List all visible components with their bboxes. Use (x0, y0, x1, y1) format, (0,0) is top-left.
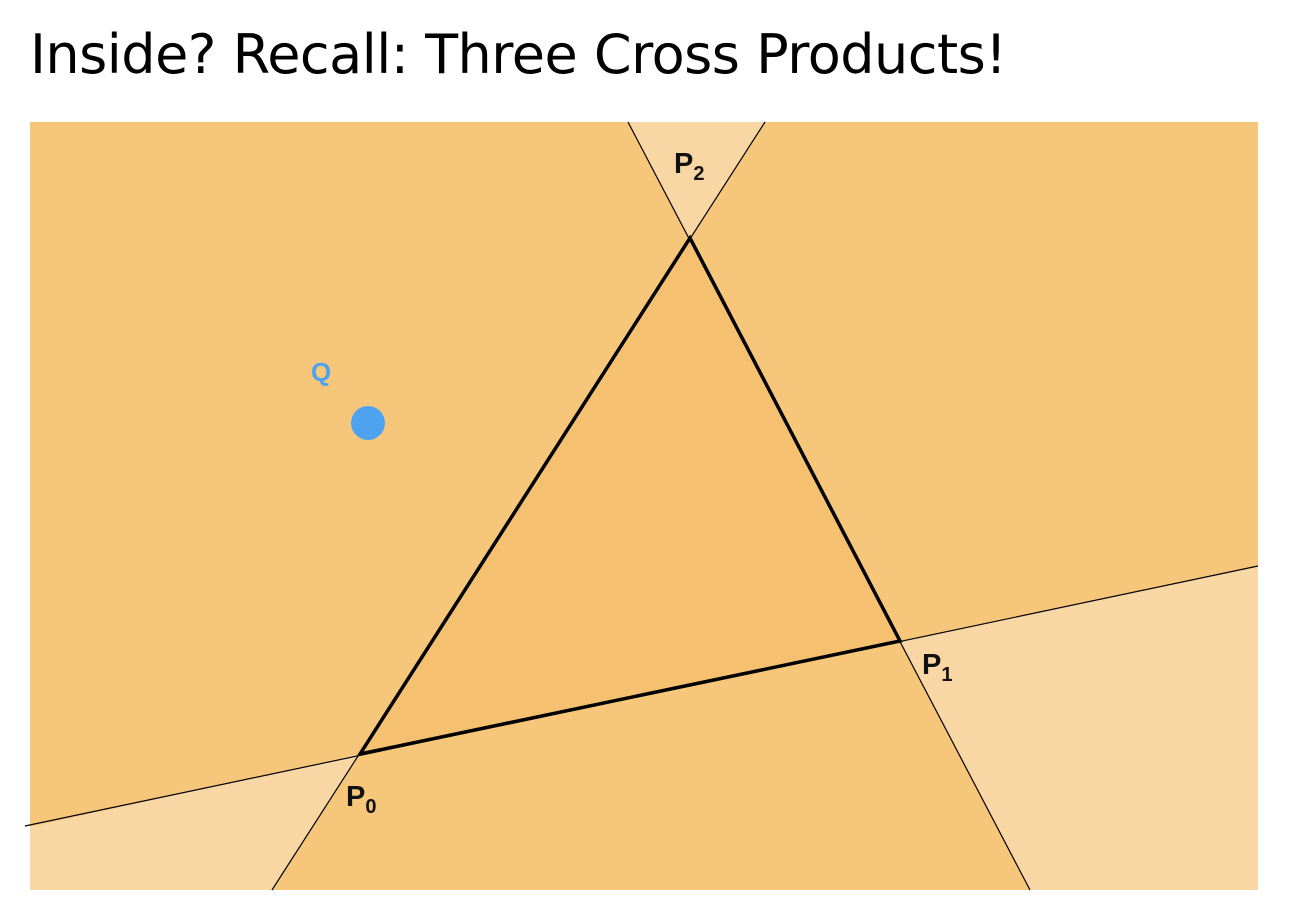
light-region-bottom-left (30, 754, 360, 890)
query-point (351, 406, 385, 440)
triangle-outline (356, 234, 903, 757)
vertex-label-p0-main: P (346, 781, 365, 813)
vertex-label-p2-main: P (674, 148, 693, 180)
vertex-label-p0: P0 (346, 781, 376, 818)
triangle-interior (360, 238, 900, 754)
query-point-label: Q (311, 357, 331, 387)
vertex-label-p2: P2 (674, 148, 704, 185)
vertex-label-p2-sub: 2 (693, 163, 704, 185)
light-region-right (900, 566, 1258, 890)
light-region-top (628, 122, 765, 238)
vertex-label-p1: P1 (922, 649, 952, 686)
vertex-label-p0-sub: 0 (365, 796, 376, 818)
vertex-label-p1-sub: 1 (941, 664, 952, 686)
slide-title: Inside? Recall: Three Cross Products! (30, 23, 1007, 86)
vertex-label-p1-main: P (922, 649, 941, 681)
